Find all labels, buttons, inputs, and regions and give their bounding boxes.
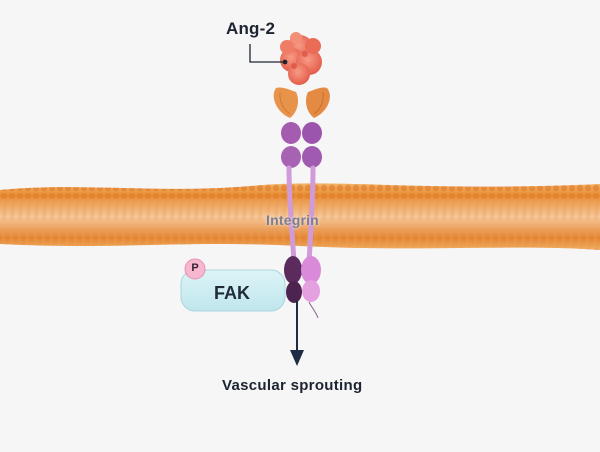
phospho-label: P — [191, 262, 199, 274]
cell-membrane — [0, 183, 600, 250]
fak-kinase-icon — [180, 269, 286, 312]
ang2-pointer — [249, 44, 288, 65]
signal-arrow — [290, 300, 304, 366]
ang2-protein-icon — [280, 32, 322, 85]
fak-label: FAK — [214, 283, 250, 303]
ang2-label: Ang-2 — [226, 19, 276, 38]
integrin-label: Integrin — [266, 212, 319, 228]
outcome-label: Vascular sprouting — [222, 377, 363, 394]
integrin-receptor-icon — [281, 122, 322, 319]
integrin-head-domains — [273, 87, 330, 118]
phosphate-badge-icon — [184, 258, 206, 280]
